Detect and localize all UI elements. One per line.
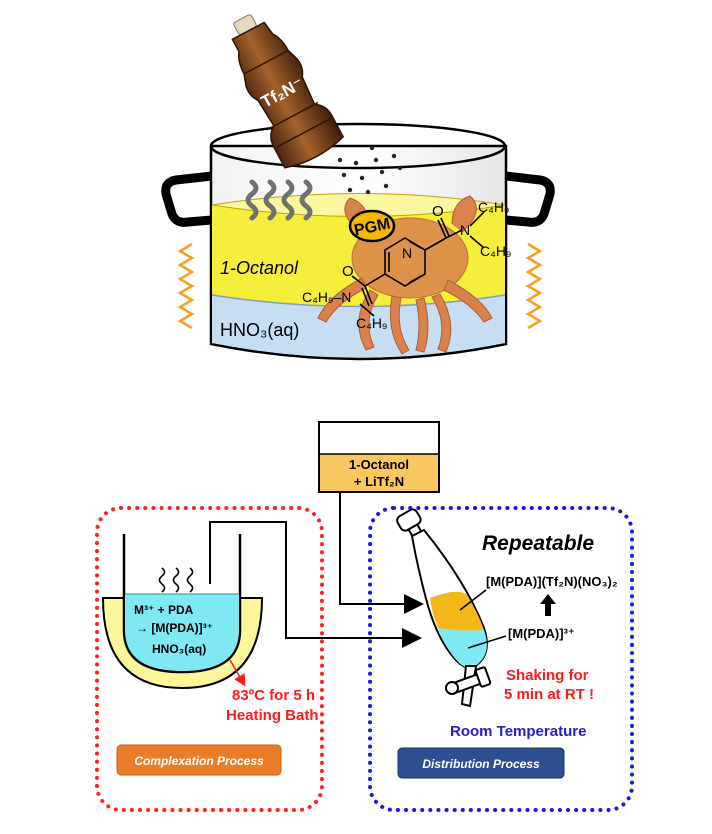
funnel-stopper — [396, 508, 424, 540]
reagent-container: 1-Octanol + LiTf₂N — [318, 421, 440, 493]
vessel-steam-icon — [158, 567, 194, 593]
flow-lines — [209, 492, 424, 648]
separatory-funnel — [396, 508, 492, 708]
funnel-aqueous-layer — [438, 628, 487, 670]
reagent-line1: 1-Octanol — [349, 457, 409, 472]
pgm-badge — [348, 209, 396, 243]
condition-text: 83ºC for 5 h — [232, 687, 315, 704]
distribution-frame — [368, 506, 634, 812]
reaction-line2: → [M(PDA)]³⁺ — [136, 621, 213, 635]
complexation-badge: Complexation Process — [116, 744, 282, 776]
pot-handle-left — [161, 171, 213, 227]
complexation-process-label: Complexation Process — [134, 754, 264, 768]
vessel-aqueous-label: HNO₃(aq) — [152, 642, 206, 656]
c4h9-right-bottom: C₄H₉ — [480, 243, 512, 259]
organic-complex-label: [M(PDA)](Tf₂N)(NO₃)₂ — [486, 574, 618, 589]
shaking-line2: 5 min at RT ! — [504, 686, 594, 703]
steam-icon — [245, 179, 313, 221]
c4h9-right-top: C₄H₉ — [478, 199, 510, 215]
reagent-line2: + LiTf₂N — [354, 474, 404, 489]
crab-icon — [317, 195, 493, 355]
distribution-process-label: Distribution Process — [422, 757, 540, 771]
repeatable-title: Repeatable — [482, 532, 594, 555]
room-temp-label: Room Temperature — [450, 723, 586, 740]
carbonyl-o-left: O — [342, 263, 354, 280]
c4h9-left-n: C₄H₉–N — [302, 289, 351, 305]
reaction-line1: M³⁺ + PDA — [134, 603, 194, 617]
aqueous-complex-label: [M(PDA)]³⁺ — [508, 626, 575, 641]
octanol-label: 1-Octanol — [220, 258, 299, 278]
bath-label: Heating Bath — [226, 707, 319, 724]
c4h9-left-bottom: C₄H₉ — [356, 315, 388, 331]
vessel-to-funnel-arrow — [209, 521, 422, 648]
reagent-to-funnel-arrow — [339, 492, 424, 614]
carbonyl-o-right: O — [432, 203, 444, 220]
heat-right-icon — [525, 242, 543, 330]
salt-shaker-icon: Tf₂N⁻ — [231, 14, 345, 169]
distribution-badge: Distribution Process — [397, 747, 565, 779]
shaking-line1: Shaking for — [506, 667, 589, 684]
pot-rim — [209, 122, 507, 170]
pda-molecule — [351, 217, 463, 307]
complexation-frame — [95, 506, 324, 812]
heat-left-icon — [177, 242, 195, 330]
ring-n-label: N — [402, 245, 412, 261]
pot-illustration: PGM O O N N C₄H₉ C₄H₉ C₄H₉–N C₄H₉ — [161, 122, 555, 361]
amide-n-right: N — [460, 222, 470, 238]
pot-handle-right — [505, 171, 555, 227]
falling-salt-icon — [337, 145, 403, 195]
stopcock-icon — [445, 666, 492, 695]
aqueous-label: HNO₃(aq) — [220, 320, 299, 340]
up-arrow-icon — [540, 594, 556, 616]
